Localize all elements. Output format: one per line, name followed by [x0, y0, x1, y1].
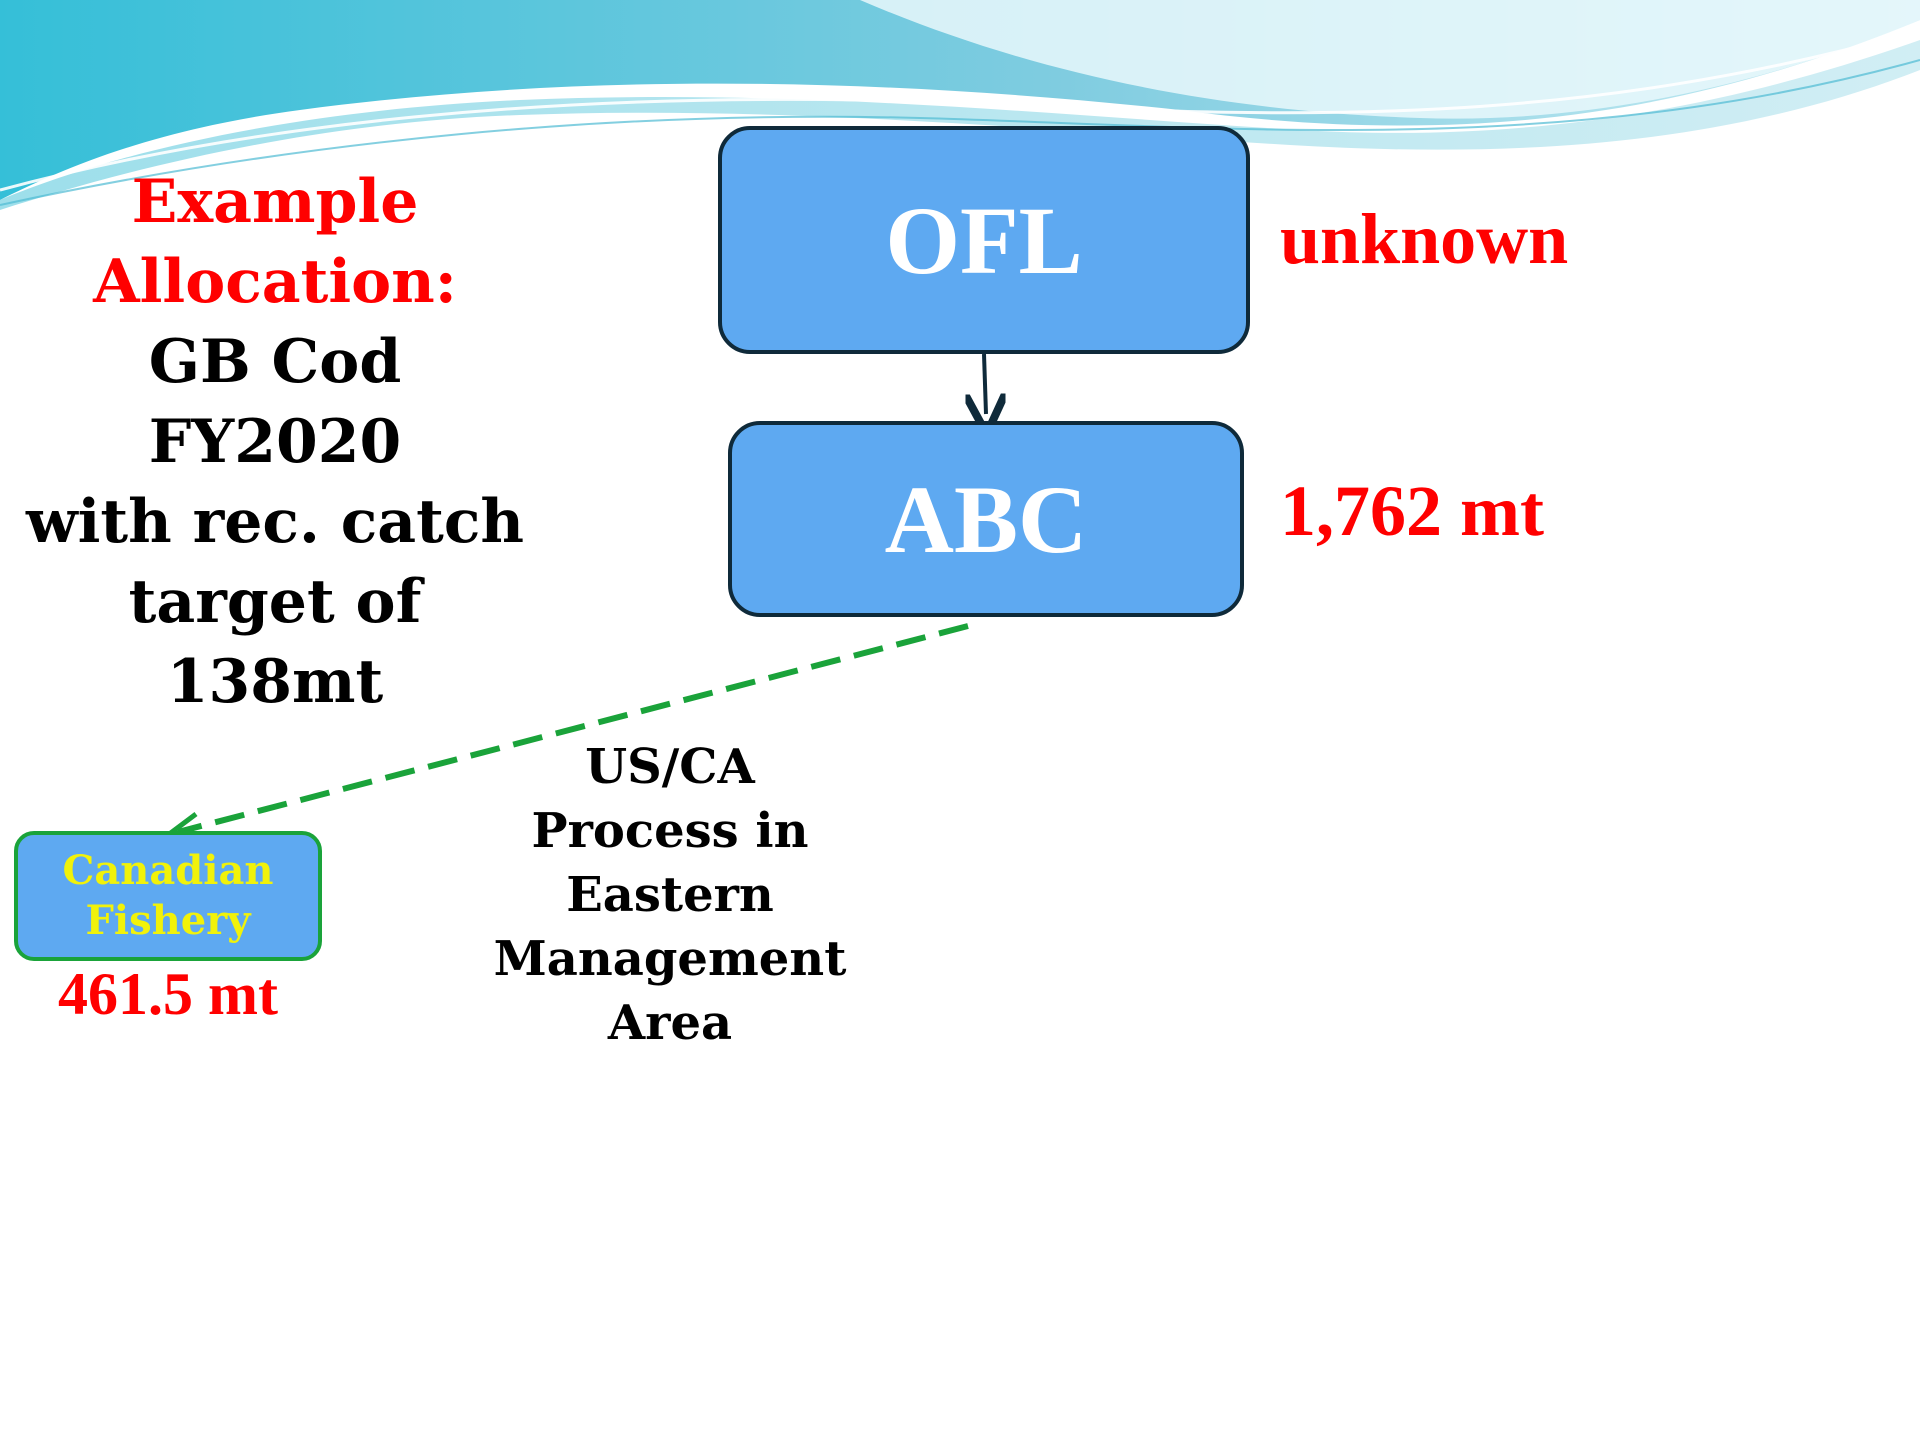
canadian-label-line2: Fishery [85, 897, 251, 944]
header-wave-decoration [0, 0, 1920, 210]
process-line5: Area [607, 995, 733, 1051]
abc-to-canadian-dashed-arrow [177, 623, 969, 835]
process-line4: Management [493, 931, 847, 987]
title-line-rec-catch: with rec. catch [25, 487, 525, 557]
ofl-box: OFL [718, 126, 1250, 354]
canadian-label-line1: Canadian [62, 847, 274, 894]
title-line-example: Example [131, 167, 419, 237]
title-line-allocation: Allocation: [93, 247, 457, 317]
example-allocation-title: Example Allocation: GB Cod FY2020 with r… [20, 162, 530, 722]
us-ca-process-note: US/CA Process in Eastern Management Area [490, 735, 850, 1055]
title-line-amount: 138mt [166, 647, 384, 717]
process-line1: US/CA [585, 739, 755, 795]
process-line2: Process in [531, 803, 809, 859]
process-line3: Eastern [566, 867, 774, 923]
abc-box: ABC [728, 421, 1244, 617]
ofl-to-abc-arrow [984, 353, 986, 414]
abc-label: ABC [884, 465, 1088, 573]
ofl-value: unknown [1280, 199, 1569, 279]
title-line-stock: GB Cod [148, 327, 402, 397]
title-line-year: FY2020 [148, 407, 402, 477]
canadian-fishery-box: Canadian Fishery [14, 831, 322, 961]
title-line-target: target of [128, 567, 422, 637]
abc-value: 1,762 mt [1280, 471, 1544, 551]
ofl-label: OFL [885, 186, 1083, 294]
canadian-fishery-value: 461.5 mt [58, 961, 278, 1027]
